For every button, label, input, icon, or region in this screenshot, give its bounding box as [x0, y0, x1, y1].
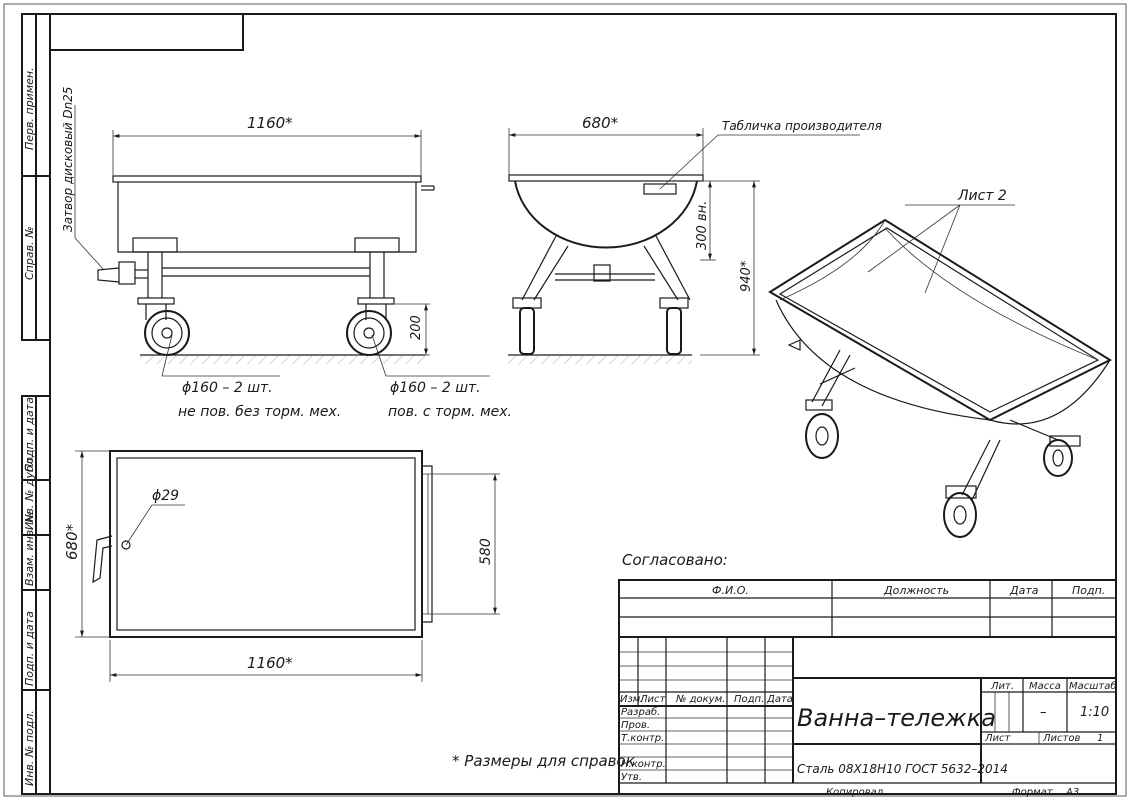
approved-label: Согласовано:	[622, 551, 728, 569]
iso-view	[768, 204, 1113, 538]
tb-mass-value: –	[1040, 705, 1047, 720]
tb-col-list: Лист	[639, 694, 667, 705]
top-dim-inner: 580	[478, 538, 494, 565]
wheel-left-note: не пов. без торм. мех.	[178, 404, 341, 420]
tb-scale-value: 1:10	[1080, 705, 1109, 720]
material-spec: Сталь 08Х18Н10 ГОСТ 5632–2014	[797, 762, 1008, 776]
tb-col-doc: № докум.	[675, 694, 725, 705]
tb-sheets-label: Листов	[1042, 733, 1080, 744]
side-dim-height: 200	[409, 315, 424, 340]
side-label-perv: Перв. примен.	[23, 67, 36, 150]
drawing-title: Ванна–тележка	[797, 704, 996, 732]
sheet-frame	[3, 3, 1127, 797]
iso-sheet-label: Лист 2	[957, 188, 1007, 204]
tb-col-sign: Подп.	[734, 694, 764, 705]
side-label-inv: Инв. № подл.	[23, 710, 36, 786]
side-label-dubl: Инв. № дубл.	[23, 455, 36, 530]
tb-role-razrab: Разраб.	[621, 706, 660, 718]
tb-scale-label: Масштаб	[1069, 680, 1117, 692]
side-label-sprav: Справ. №	[23, 226, 36, 280]
tb-mass-label: Масса	[1029, 681, 1061, 692]
front-dim-total-height: 940*	[739, 260, 754, 292]
front-dim-depth: 300 вн.	[695, 201, 710, 250]
top-dim-hole: ϕ29	[152, 488, 179, 504]
tb-role-utv: Утв.	[621, 772, 642, 783]
tb-role-nkontr: Н.контр.	[621, 759, 666, 770]
side-labels: Перв. примен. Справ. № Подп. и дата Инв.…	[23, 67, 36, 786]
top-view	[75, 450, 500, 682]
valve-label: Затвор дисковый Dn25	[61, 87, 75, 232]
approval-table	[618, 579, 1117, 638]
wheel-right-qty: ϕ160 – 2 шт.	[390, 380, 481, 396]
top-dim-width: 680*	[63, 523, 81, 560]
tb-col-date: Дата	[766, 694, 793, 705]
wheel-left-qty: ϕ160 – 2 шт.	[182, 380, 273, 396]
tb-sheets-value: 1	[1097, 733, 1103, 744]
side-view	[74, 105, 490, 377]
tb-lit-label: Лит.	[990, 681, 1014, 692]
top-dim-length: 1160*	[247, 654, 293, 672]
tb-format-label: Формат	[1012, 787, 1054, 798]
front-dim-width: 680*	[582, 114, 619, 132]
tb-format-value: А3	[1065, 787, 1079, 798]
tb-copied-label: Копировал	[826, 787, 884, 798]
title-block	[618, 636, 1117, 795]
reference-dims-note: * Размеры для справок	[452, 752, 635, 770]
wheel-right-note: пов. с торм. мех.	[388, 404, 512, 420]
side-label-vzam: Взам. инв. №	[23, 511, 36, 586]
tb-sheet-label: Лист	[984, 733, 1012, 744]
side-label-podp1: Подп. и дата	[23, 397, 36, 472]
approval-col-date: Дата	[1009, 584, 1039, 597]
tb-col-izm: Изм.	[620, 694, 644, 705]
front-view	[508, 128, 860, 364]
tb-role-prov: Пров.	[621, 720, 650, 731]
plate-label: Табличка производителя	[722, 119, 882, 133]
approval-col-sign: Подп.	[1072, 584, 1105, 597]
side-label-podp2: Подп. и дата	[23, 611, 36, 686]
tb-role-tkontr: Т.контр.	[621, 733, 664, 744]
side-dim-length: 1160*	[247, 114, 293, 132]
approval-col-name: Ф.И.О.	[712, 584, 749, 597]
approval-col-position: Должность	[883, 584, 949, 597]
